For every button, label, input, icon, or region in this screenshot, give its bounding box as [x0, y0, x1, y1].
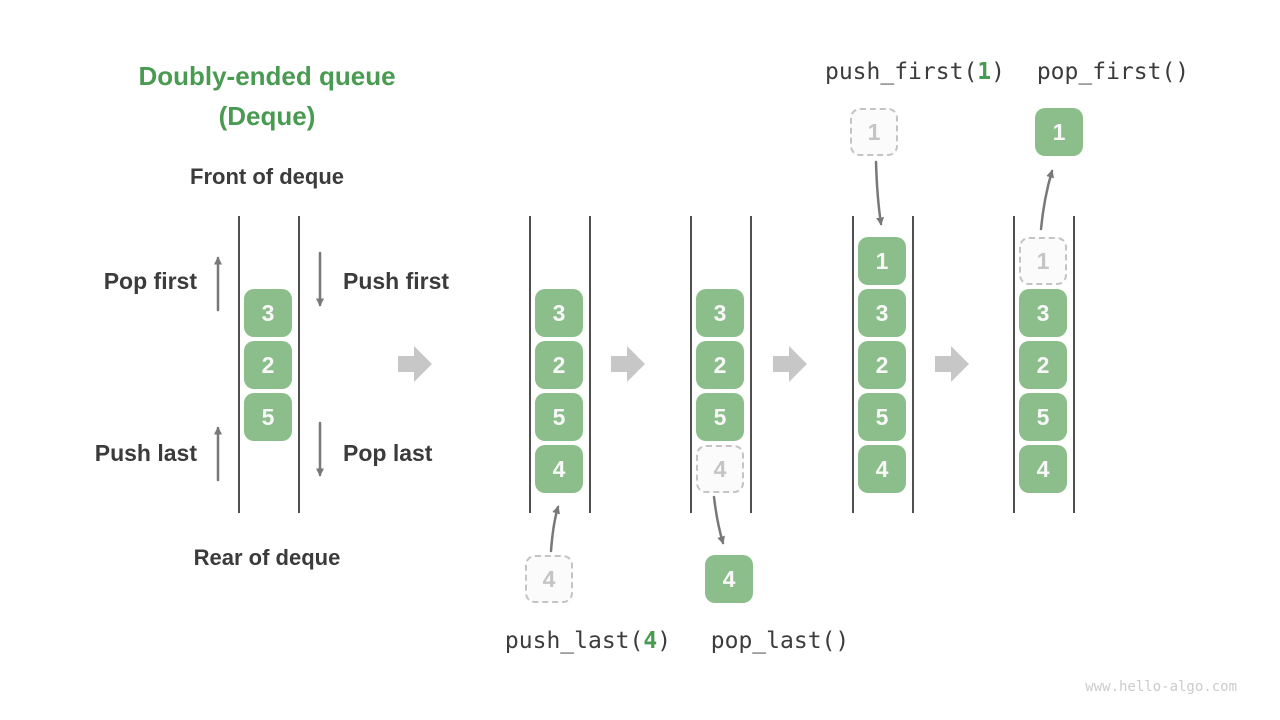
queue2-right-wall	[589, 216, 591, 513]
queue3-right-wall	[750, 216, 752, 513]
pop-first-label: Pop first	[103, 268, 197, 294]
pop-first-item-box: 1	[1035, 108, 1083, 156]
deque-cell: 2	[244, 341, 292, 389]
deque-cell: 5	[1019, 393, 1067, 441]
deque-cell: 2	[858, 341, 906, 389]
queue5-right-wall	[1073, 216, 1075, 513]
code-arg: 4	[643, 628, 658, 654]
deque-cell: 3	[244, 289, 292, 337]
push-first-label: Push first	[343, 268, 450, 294]
code-arg: 1	[977, 59, 992, 85]
queue4-right-wall	[912, 216, 914, 513]
deque-cell: 5	[696, 393, 744, 441]
deque-cell: 2	[696, 341, 744, 389]
deque-cell: 4	[1019, 445, 1067, 493]
flow-right-arrow-icon	[773, 346, 807, 382]
pop-last-label: Pop last	[343, 440, 433, 466]
deque-cell: 4	[535, 445, 583, 493]
deque-cell: 4	[858, 445, 906, 493]
deque-cell: 5	[858, 393, 906, 441]
front-of-deque-label: Front of deque	[190, 164, 344, 189]
rear-of-deque-label: Rear of deque	[193, 545, 341, 570]
deque-cell: 3	[1019, 289, 1067, 337]
pop-last-item-box: 4	[705, 555, 753, 603]
deque-cell-removed: 1	[1019, 237, 1067, 285]
pop-first-connector-arrow-icon	[1039, 169, 1054, 231]
code-text: )	[991, 59, 1006, 85]
queue2-left-wall	[529, 216, 531, 513]
queue1-right-wall	[298, 216, 300, 513]
push-first-item-box: 1	[850, 108, 898, 156]
deque-cell: 3	[535, 289, 583, 337]
push-last-item-box: 4	[525, 555, 573, 603]
queue4-left-wall	[852, 216, 854, 513]
deque-cell: 1	[858, 237, 906, 285]
deque-cell: 2	[535, 341, 583, 389]
queue3-left-wall	[690, 216, 692, 513]
pop-last-code-label: pop_last()	[710, 628, 850, 654]
title-line2: (Deque)	[218, 101, 316, 131]
code-text: push_last(	[504, 628, 644, 654]
code-text: )	[657, 628, 672, 654]
pop-last-connector-arrow-icon	[712, 495, 725, 545]
deque-cell: 3	[858, 289, 906, 337]
watermark: www.hello-algo.com	[1085, 679, 1237, 695]
pop-first-code-label: pop_first()	[1036, 59, 1190, 85]
deque-cell: 5	[535, 393, 583, 441]
queue1-left-wall	[238, 216, 240, 513]
deque-cell: 5	[244, 393, 292, 441]
push-last-label: Push last	[94, 440, 197, 466]
deque-cell: 3	[696, 289, 744, 337]
queue5-left-wall	[1013, 216, 1015, 513]
diagram-title: Doubly-ended queue (Deque)	[138, 56, 395, 136]
push-last-code-label: push_last(4)	[505, 628, 671, 654]
title-line1: Doubly-ended queue	[138, 61, 396, 91]
flow-right-arrow-icon	[398, 346, 432, 382]
flow-right-arrow-icon	[611, 346, 645, 382]
code-text: push_first(	[824, 59, 978, 85]
push-first-connector-arrow-icon	[874, 160, 885, 226]
deque-cell: 2	[1019, 341, 1067, 389]
flow-right-arrow-icon	[935, 346, 969, 382]
deque-cell-removed: 4	[696, 445, 744, 493]
push-first-code-label: push_first(1)	[825, 59, 1005, 85]
push-last-connector-arrow-icon	[549, 505, 561, 553]
